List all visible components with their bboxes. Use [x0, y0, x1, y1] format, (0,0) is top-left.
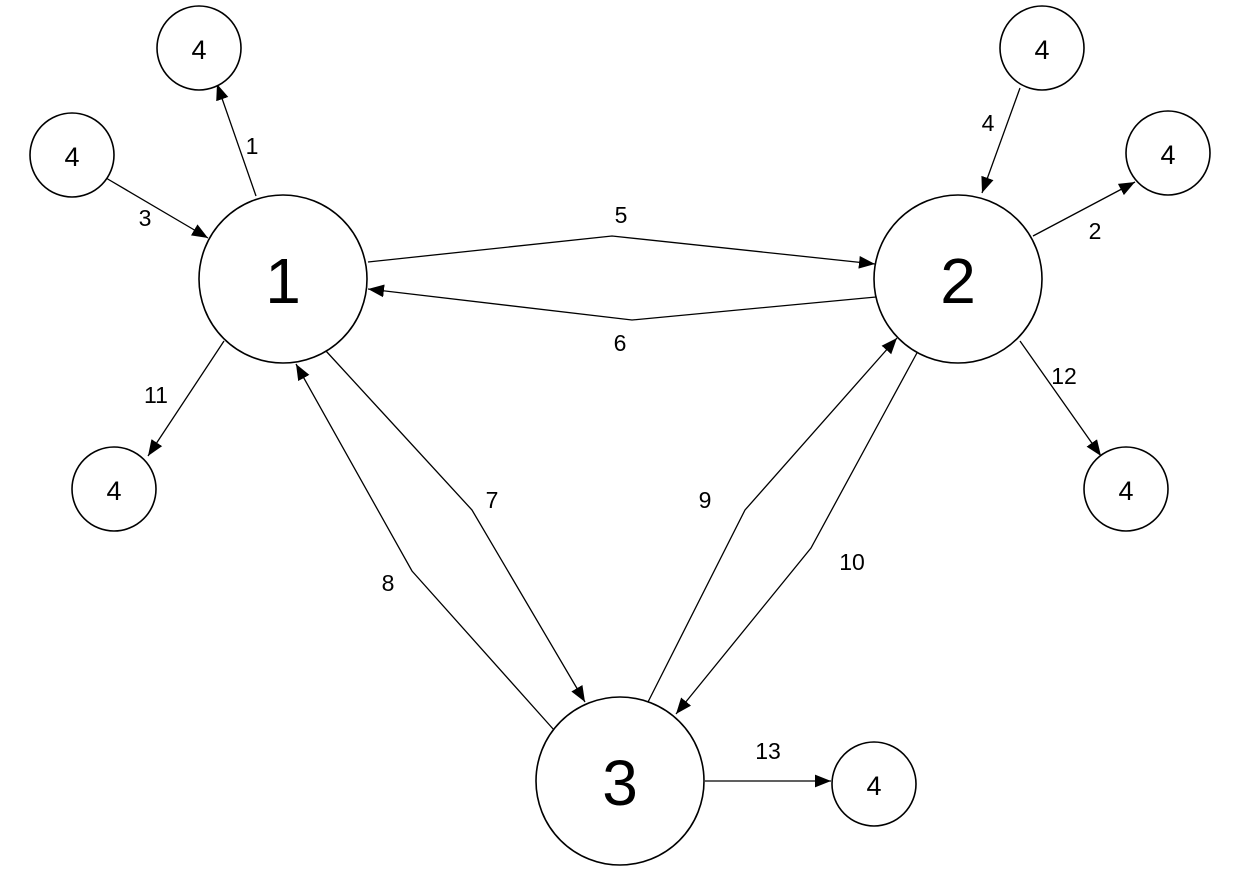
edges	[105, 83, 1136, 788]
edge-8-label: 8	[382, 570, 395, 596]
edge-8	[295, 363, 555, 731]
edge-12	[1019, 340, 1102, 457]
main-nodes: 1 2 3	[198, 194, 1043, 866]
small-node-b-label: 4	[64, 142, 79, 172]
edge-12-label: 12	[1051, 363, 1077, 389]
node-2: 2	[873, 194, 1043, 364]
edge-6	[367, 284, 877, 321]
node-1-label: 1	[265, 245, 301, 317]
node-3-label: 3	[602, 747, 638, 819]
small-node-g-label: 4	[866, 771, 881, 801]
node-2-label: 2	[940, 245, 976, 317]
edge-labels: 1 2 3 4 5 6 7 8 9 10 11 12 13	[139, 110, 1102, 764]
edge-5-label: 5	[615, 202, 628, 228]
small-node-c: 4	[71, 446, 157, 532]
edge-9-label: 9	[699, 487, 712, 513]
edge-11-label: 11	[144, 382, 168, 408]
edge-7-label: 7	[486, 487, 499, 513]
edge-4	[981, 87, 1021, 194]
edge-3	[105, 177, 209, 239]
edge-10	[675, 350, 919, 715]
edge-11	[147, 340, 225, 457]
edge-9	[647, 337, 898, 703]
edge-6-label: 6	[614, 330, 627, 356]
small-node-c-label: 4	[106, 476, 121, 506]
small-node-d: 4	[999, 5, 1085, 91]
edge-3-label: 3	[139, 205, 152, 231]
small-node-f: 4	[1083, 446, 1169, 532]
edge-4-label: 4	[982, 110, 995, 136]
edge-10-label: 10	[839, 549, 865, 575]
edge-2	[1032, 181, 1136, 237]
edge-2-label: 2	[1089, 218, 1102, 244]
node-3: 3	[535, 696, 705, 866]
small-node-e-label: 4	[1160, 140, 1175, 170]
edge-1-label: 1	[246, 133, 259, 159]
node-1: 1	[198, 194, 368, 364]
small-node-a: 4	[156, 5, 242, 91]
small-nodes: 4 4 4 4 4 4 4	[29, 5, 1211, 827]
small-node-f-label: 4	[1118, 476, 1133, 506]
small-node-a-label: 4	[191, 35, 206, 65]
small-node-d-label: 4	[1034, 35, 1049, 65]
small-node-g: 4	[831, 741, 917, 827]
small-node-b: 4	[29, 112, 115, 198]
edge-1	[216, 83, 257, 197]
edge-5	[367, 235, 876, 269]
edge-13-label: 13	[755, 738, 781, 764]
edge-7	[325, 350, 586, 703]
small-node-e: 4	[1125, 110, 1211, 196]
